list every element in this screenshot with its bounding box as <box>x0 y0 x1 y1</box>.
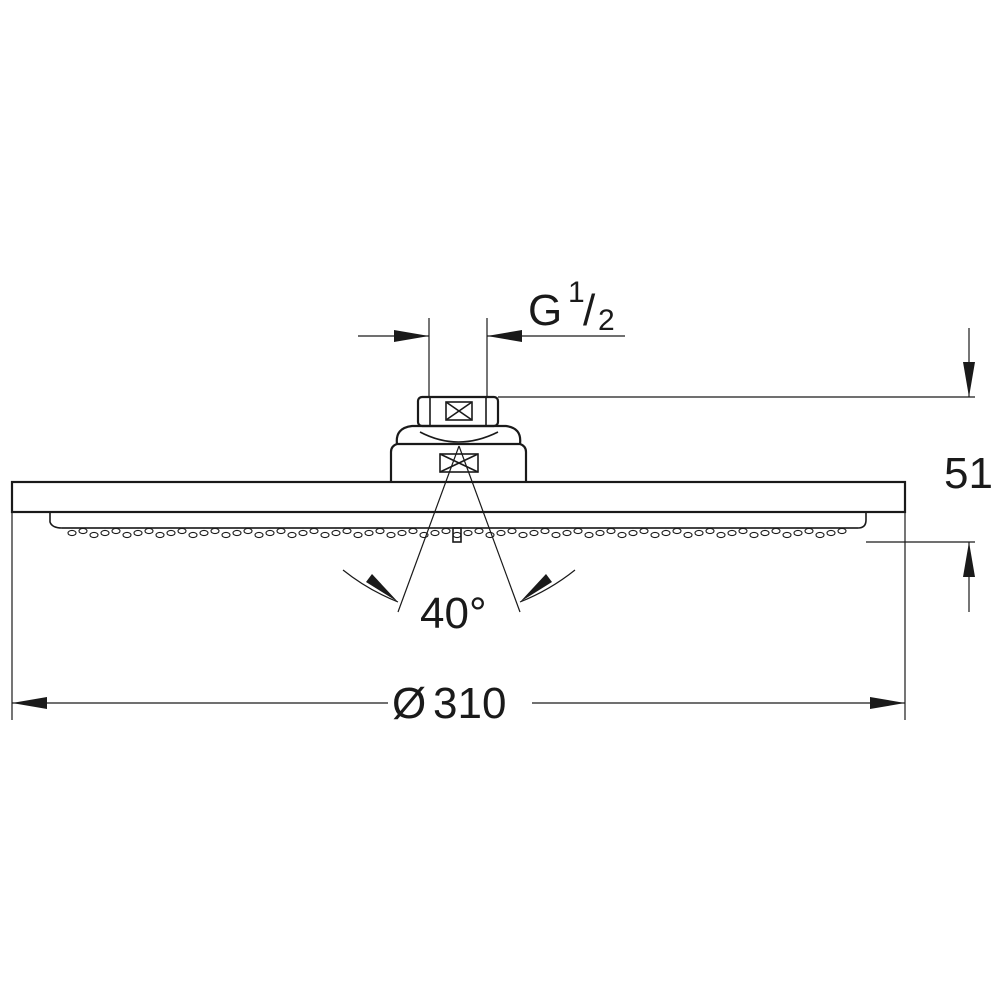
spray-nozzle <box>551 531 561 539</box>
spray-nozzle <box>221 531 231 539</box>
diameter-symbol: Ø <box>392 679 426 728</box>
spray-nozzle <box>606 527 616 535</box>
angle-value: 40° <box>420 589 487 638</box>
ball-joint-connector <box>389 395 528 543</box>
spray-nozzle <box>67 529 77 537</box>
thread-label-numerator: 1 <box>568 276 585 309</box>
spray-nozzle <box>287 531 297 539</box>
spray-nozzle <box>452 531 462 539</box>
spray-nozzle <box>716 531 726 539</box>
spray-nozzle <box>749 531 759 539</box>
spray-nozzle <box>331 529 341 537</box>
spray-nozzle <box>771 527 781 535</box>
spray-nozzle <box>793 529 803 537</box>
spray-nozzle <box>727 529 737 537</box>
spray-nozzle <box>837 527 847 535</box>
spray-nozzle <box>320 531 330 539</box>
thread-dimension: G 1 / 2 <box>358 276 625 397</box>
thread-label-denominator: 2 <box>598 304 615 337</box>
spray-nozzle <box>144 527 154 535</box>
spray-nozzle <box>210 527 220 535</box>
thread-label-letter: G <box>528 286 562 335</box>
spray-nozzle <box>782 531 792 539</box>
spray-nozzle <box>243 527 253 535</box>
spray-nozzle <box>804 527 814 535</box>
spray-nozzle <box>155 531 165 539</box>
spray-nozzle <box>617 531 627 539</box>
spray-nozzle <box>265 529 275 537</box>
spray-nozzle <box>573 527 583 535</box>
spray-nozzle <box>309 527 319 535</box>
spray-nozzles <box>67 527 847 539</box>
spray-nozzle <box>177 527 187 535</box>
spray-nozzle <box>474 527 484 535</box>
spray-nozzle <box>397 529 407 537</box>
spray-nozzle <box>199 529 209 537</box>
spray-nozzle <box>694 529 704 537</box>
spray-nozzle <box>595 529 605 537</box>
spray-nozzle <box>100 529 110 537</box>
spray-nozzle <box>111 527 121 535</box>
spray-nozzle <box>254 531 264 539</box>
height-dimension: 51 <box>498 328 993 612</box>
spray-nozzle <box>639 527 649 535</box>
spray-nozzle <box>650 531 660 539</box>
spray-nozzle <box>683 531 693 539</box>
shower-plate <box>10 480 907 529</box>
spray-nozzle <box>78 527 88 535</box>
spray-nozzle <box>672 527 682 535</box>
spray-nozzle <box>122 531 132 539</box>
spray-nozzle <box>408 527 418 535</box>
spray-nozzle <box>298 529 308 537</box>
spray-nozzle <box>89 531 99 539</box>
angle-dimension: 40° <box>342 445 576 638</box>
spray-nozzle <box>364 529 374 537</box>
spray-nozzle <box>166 529 176 537</box>
spray-nozzle <box>518 531 528 539</box>
spray-nozzle <box>584 531 594 539</box>
height-value: 51 <box>944 449 993 498</box>
spray-nozzle <box>353 531 363 539</box>
spray-nozzle <box>133 529 143 537</box>
thread-label-slash: / <box>583 286 596 335</box>
spray-nozzle <box>188 531 198 539</box>
spray-nozzle <box>386 531 396 539</box>
spray-nozzle <box>463 529 473 537</box>
spray-nozzle <box>507 527 517 535</box>
spray-nozzle <box>738 527 748 535</box>
spray-nozzle <box>529 529 539 537</box>
spray-nozzle <box>628 529 638 537</box>
spray-nozzle <box>375 527 385 535</box>
spray-nozzle <box>232 529 242 537</box>
spray-nozzle <box>815 531 825 539</box>
spray-nozzle <box>441 527 451 535</box>
spray-nozzle <box>276 527 286 535</box>
spray-nozzle <box>562 529 572 537</box>
spray-nozzle <box>705 527 715 535</box>
spray-nozzle <box>661 529 671 537</box>
diameter-dimension: Ø 310 <box>11 512 906 728</box>
spray-nozzle <box>430 529 440 537</box>
spray-nozzle <box>496 529 506 537</box>
spray-nozzle <box>540 527 550 535</box>
spray-nozzle <box>826 529 836 537</box>
spray-nozzle <box>342 527 352 535</box>
spray-nozzle <box>760 529 770 537</box>
diameter-value: 310 <box>433 679 506 728</box>
